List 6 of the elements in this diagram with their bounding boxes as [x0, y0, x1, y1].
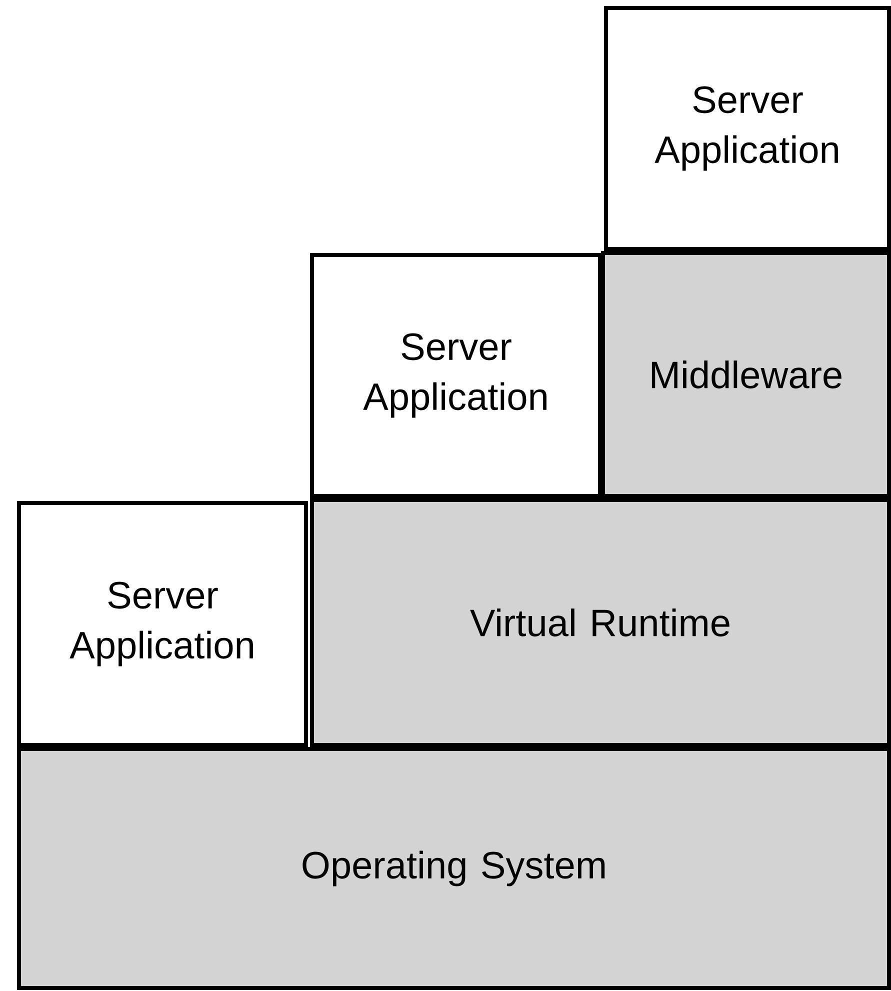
layer-box: Server Application: [17, 501, 308, 747]
layer-box: Virtual Runtime: [310, 498, 891, 747]
layer-box: Server Application: [310, 253, 602, 498]
layer-box: Server Application: [604, 6, 891, 251]
layer-box: Middleware: [601, 251, 891, 498]
layer-box: Operating System: [17, 747, 891, 990]
